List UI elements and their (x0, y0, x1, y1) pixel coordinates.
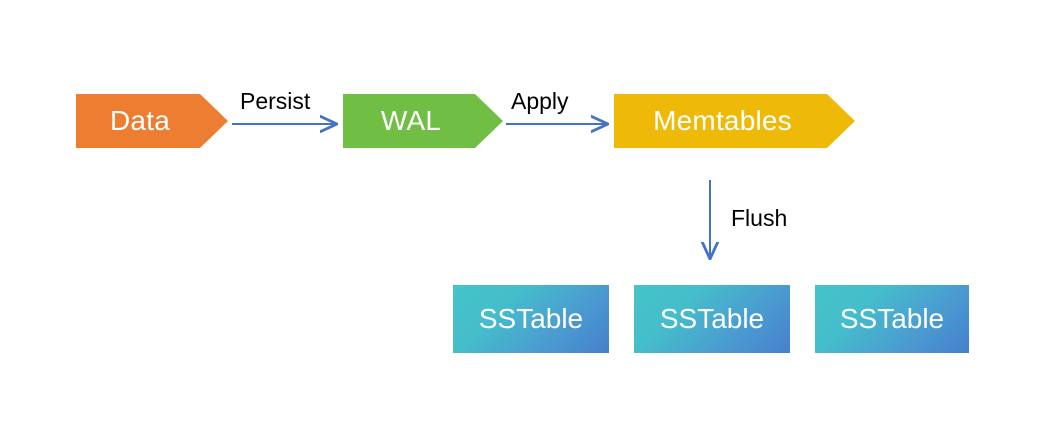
edge-label-persist: Persist (240, 88, 311, 114)
edge-label-apply: Apply (511, 88, 569, 114)
node-sstable-3[interactable]: SSTable (815, 285, 969, 353)
node-data[interactable]: Data (76, 94, 228, 148)
node-memtables[interactable]: Memtables (614, 94, 855, 148)
edge-label-flush: Flush (731, 205, 788, 231)
node-sstable-1[interactable]: SSTable (453, 285, 609, 353)
node-memtables-label: Memtables (653, 105, 792, 136)
node-wal-label: WAL (380, 105, 442, 136)
node-sstable-2[interactable]: SSTable (634, 285, 790, 353)
node-wal[interactable]: WAL (343, 94, 503, 148)
node-data-label: Data (110, 105, 170, 136)
node-sstable-1-label: SSTable (478, 303, 584, 334)
node-sstable-3-label: SSTable (839, 303, 945, 334)
node-sstable-2-label: SSTable (659, 303, 765, 334)
